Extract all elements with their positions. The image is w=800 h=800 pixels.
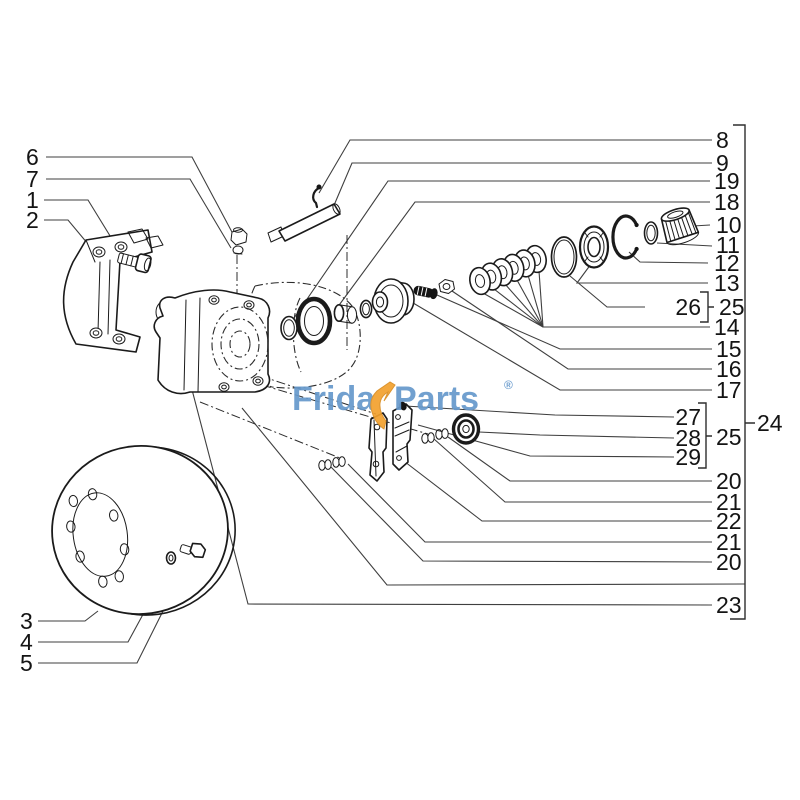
callout-21a: 21 (716, 489, 742, 515)
disc-washer-drawing (165, 551, 177, 565)
spacer-ring-drawing (359, 299, 373, 319)
callout-18: 18 (714, 189, 740, 215)
watermark-text-parts: Parts (394, 380, 479, 418)
callout-19: 19 (714, 168, 740, 194)
bearing-drawing (578, 225, 610, 269)
callout-25b: 25 (716, 424, 742, 450)
pilot-bearing-drawing (451, 413, 481, 445)
tapered-bearing-drawing (660, 207, 700, 246)
callout-23: 23 (716, 592, 742, 618)
group-brackets (698, 124, 755, 620)
large-seal-drawing (295, 296, 333, 346)
callout-2: 2 (26, 207, 39, 233)
callout-21b: 21 (716, 529, 742, 555)
callout-29: 29 (675, 444, 701, 470)
shim-stack-drawing (469, 244, 547, 296)
callout-17: 17 (716, 377, 742, 403)
nut-drawing (438, 279, 455, 294)
callout-27: 27 (675, 404, 701, 430)
callout-9: 9 (716, 150, 729, 176)
callout-10: 10 (716, 212, 742, 238)
callout-6: 6 (26, 144, 39, 170)
stud-drawing (413, 285, 438, 300)
callout-1: 1 (26, 187, 39, 213)
callout-20a: 20 (716, 468, 742, 494)
callout-11: 11 (716, 232, 740, 258)
callout-labels: 6 7 1 2 3 4 5 8 9 19 18 10 11 12 13 26 2… (20, 127, 783, 676)
callout-26: 26 (675, 294, 701, 320)
callout-20b: 20 (716, 549, 742, 575)
brake-pads-drawing (368, 401, 413, 482)
lightning-bolt-icon (370, 381, 396, 430)
caliper-body-drawing (153, 289, 271, 395)
pad-pin-bushings-drawing (318, 428, 449, 471)
callout-12: 12 (714, 250, 740, 276)
o-ring-drawing (550, 236, 578, 278)
watermark: Frida Parts ® (292, 378, 513, 430)
callout-4: 4 (20, 629, 33, 655)
callout-7: 7 (26, 166, 39, 192)
callout-22: 22 (716, 508, 742, 534)
registered-trademark-symbol: ® (504, 378, 513, 392)
callout-16: 16 (716, 356, 742, 382)
ring-drawing (643, 221, 659, 245)
callout-13: 13 (714, 270, 740, 296)
callout-14: 14 (714, 314, 740, 340)
brake-disc-drawing (51, 445, 236, 616)
callout-25a: 25 (719, 294, 745, 320)
callout-8: 8 (716, 127, 729, 153)
cotter-pin-drawing (312, 184, 322, 209)
seal-ring-drawing (280, 315, 298, 341)
guide-pin-drawing (267, 203, 341, 243)
callout-5: 5 (20, 650, 33, 676)
bleeder-valve-drawing (230, 227, 248, 255)
snap-ring-drawing (611, 214, 639, 260)
caliper-bracket-drawing (62, 228, 164, 353)
callout-3: 3 (20, 608, 33, 634)
callout-28: 28 (675, 425, 701, 451)
disc-bolt-drawing (179, 542, 207, 559)
watermark-text-frida: Frida (292, 380, 376, 418)
hub-drawing (371, 278, 415, 324)
mounting-bolt-drawing (117, 252, 152, 274)
callout-15: 15 (716, 336, 742, 362)
bushing-drawing (333, 303, 358, 324)
callout-24: 24 (757, 410, 783, 436)
